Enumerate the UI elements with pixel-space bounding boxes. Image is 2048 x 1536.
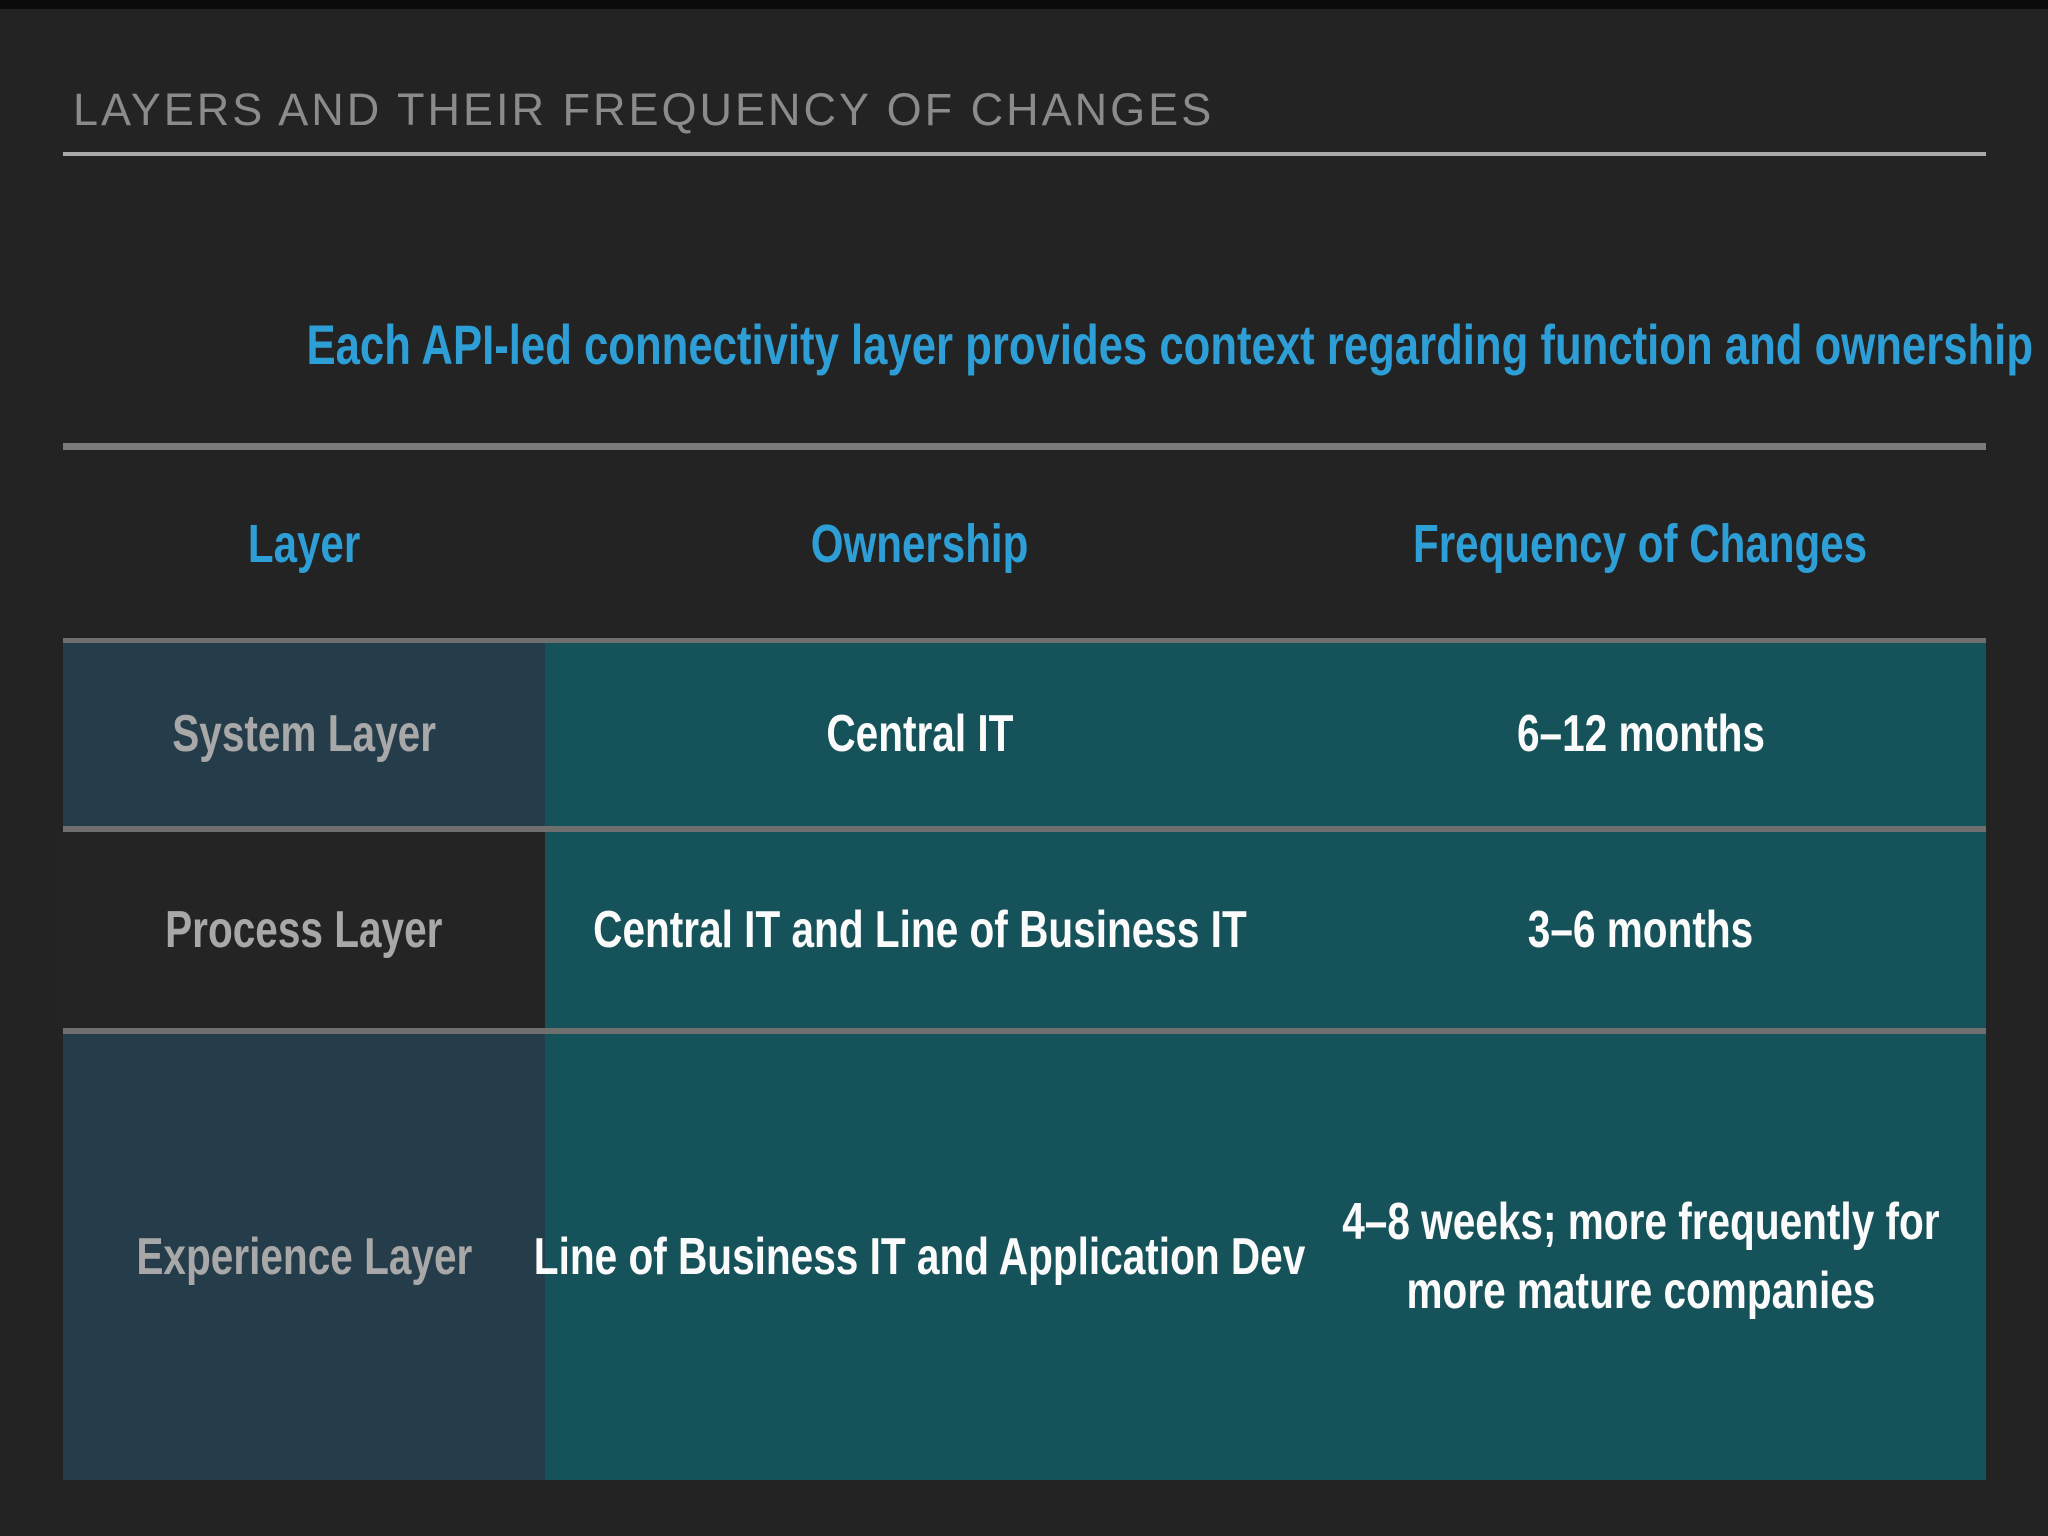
cell-process-frequency: 3–6 months xyxy=(1295,832,1986,1028)
cell-system-frequency-text: 6–12 months xyxy=(1516,705,1765,764)
column-header-ownership: Ownership xyxy=(545,513,1295,575)
table-row: Experience Layer Line of Business IT and… xyxy=(63,1034,1986,1480)
cell-experience-ownership: Line of Business IT and Application Dev xyxy=(534,1034,1306,1480)
cell-process-frequency-text: 3–6 months xyxy=(1527,900,1754,959)
cell-system-ownership: Central IT xyxy=(545,643,1295,826)
cell-experience-layer-text: Experience Layer xyxy=(136,1227,472,1286)
cell-process-ownership-text: Central IT and Line of Business IT xyxy=(593,900,1247,959)
table-header-row: Layer Ownership Frequency of Changes xyxy=(63,450,1986,638)
column-header-layer: Layer xyxy=(63,513,545,575)
cell-process-layer: Process Layer xyxy=(63,832,545,1028)
cell-system-frequency: 6–12 months xyxy=(1295,643,1986,826)
slide-subtitle-text: Each API-led connectivity layer provides… xyxy=(306,313,2034,376)
table-row: Process Layer Central IT and Line of Bus… xyxy=(63,832,1986,1028)
row-separator xyxy=(63,826,1986,832)
cell-experience-frequency-text: 4–8 weeks; more frequently for more matu… xyxy=(1341,1193,1940,1320)
cell-experience-frequency: 4–8 weeks; more frequently for more matu… xyxy=(1295,1034,1986,1480)
cell-experience-layer: Experience Layer xyxy=(63,1034,545,1480)
column-header-layer-label: Layer xyxy=(247,514,361,574)
slide-title: LAYERS AND THEIR FREQUENCY OF CHANGES xyxy=(73,84,1215,135)
column-header-frequency-label: Frequency of Changes xyxy=(1413,514,1868,574)
cell-system-ownership-text: Central IT xyxy=(826,705,1014,764)
slide-subtitle: Each API-led connectivity layer provides… xyxy=(63,300,2033,390)
cell-process-ownership: Central IT and Line of Business IT xyxy=(545,832,1295,1028)
row-separator xyxy=(63,1028,1986,1034)
column-header-ownership-label: Ownership xyxy=(811,514,1029,574)
cell-experience-ownership-text: Line of Business IT and Application Dev xyxy=(534,1227,1306,1286)
table-row: System Layer Central IT 6–12 months xyxy=(63,643,1986,826)
column-header-frequency: Frequency of Changes xyxy=(1295,513,1986,575)
cell-system-layer-text: System Layer xyxy=(172,705,436,764)
title-divider xyxy=(63,152,1986,156)
table-body: System Layer Central IT 6–12 months Proc… xyxy=(63,638,1986,1480)
row-separator xyxy=(63,638,1986,643)
cell-system-layer: System Layer xyxy=(63,643,545,826)
header-divider xyxy=(63,443,1986,450)
letterbox-top-bar xyxy=(0,0,2048,9)
cell-process-layer-text: Process Layer xyxy=(165,900,443,959)
